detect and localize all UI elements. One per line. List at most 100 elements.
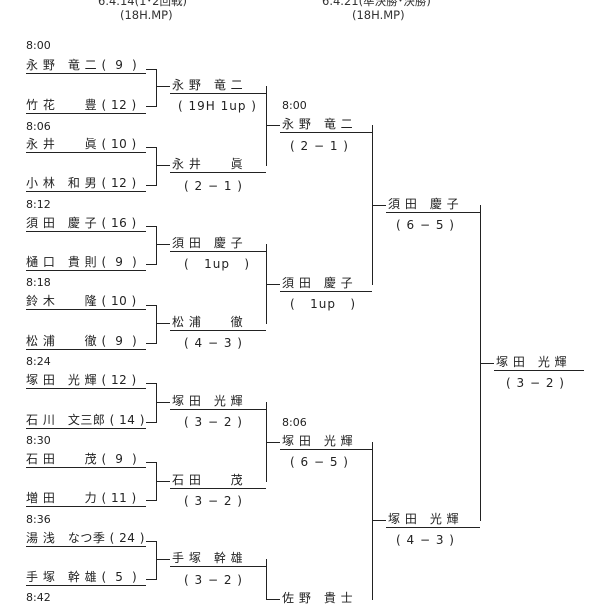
- bracket-line: [26, 467, 146, 468]
- bracket-line: [26, 152, 146, 153]
- bracket-line: [26, 546, 146, 547]
- bracket-connector: [156, 541, 157, 580]
- bracket-line: [170, 93, 266, 94]
- bracket-connector: [156, 383, 157, 423]
- round2-winner: 松 浦 徹: [172, 315, 244, 329]
- bracket-connector: [146, 305, 156, 306]
- bracket-connector: [146, 185, 156, 186]
- bracket-connector: [146, 343, 156, 344]
- player-entry: 石 川 文三郎 ( 14 ): [26, 413, 145, 427]
- bracket-connector: [146, 541, 156, 542]
- semifinal-winner: 須 田 慶 子: [388, 197, 460, 211]
- player-entry: 石 田 茂 ( 9 ): [26, 452, 138, 466]
- bracket-connector: [156, 323, 170, 324]
- bracket-line: [26, 191, 146, 192]
- round2-winner: 手 塚 幹 雄: [172, 551, 244, 565]
- bracket-line: [170, 330, 266, 331]
- bracket-line: [170, 251, 266, 252]
- bracket-line: [170, 566, 266, 567]
- tee-time: 8:36: [26, 513, 51, 526]
- player-entry: 塚 田 光 輝 ( 12 ): [26, 373, 137, 387]
- semifinal-winner: 塚 田 光 輝: [388, 512, 460, 526]
- round2-winner: 永 野 竜 二: [172, 78, 244, 92]
- bracket-connector: [266, 284, 280, 285]
- match-score: ( 3 − 2 ): [184, 494, 243, 508]
- match-score: ( 1up ): [184, 257, 251, 271]
- round2-date: 6.4.21(準決勝･決勝): [322, 0, 431, 8]
- quarterfinal-winner: 永 野 竜 二: [282, 117, 354, 131]
- player-entry: 松 浦 徹 ( 9 ): [26, 334, 138, 348]
- bracket-line: [26, 388, 146, 389]
- tee-time: 8:18: [26, 276, 51, 289]
- match-score: ( 6 − 5 ): [290, 455, 349, 469]
- tee-time: 8:30: [26, 434, 51, 447]
- bracket-connector: [146, 422, 156, 423]
- bracket-line: [26, 113, 146, 114]
- bracket-connector: [146, 69, 156, 70]
- tee-time: 8:42: [26, 591, 51, 604]
- bracket-line: [280, 449, 372, 450]
- bracket-line: [26, 231, 146, 232]
- round2-winner: 永 井 眞: [172, 157, 244, 171]
- bracket-line: [26, 270, 146, 271]
- bracket-line: [280, 291, 372, 292]
- quarterfinal-winner: 佐 野 貴 士: [282, 591, 354, 605]
- round1-format: (18H.MP): [120, 8, 173, 22]
- match-score: ( 3 − 2 ): [184, 573, 243, 587]
- bracket-line: [170, 172, 266, 173]
- bracket-line: [26, 309, 146, 310]
- match-score: ( 1up ): [290, 297, 357, 311]
- bracket-connector: [146, 579, 156, 580]
- quarterfinal-winner: 須 田 慶 子: [282, 276, 354, 290]
- bracket-line: [26, 428, 146, 429]
- tee-time: 8:24: [26, 355, 51, 368]
- bracket-connector: [156, 226, 157, 265]
- player-entry: 手 塚 幹 雄 ( 5 ): [26, 570, 138, 584]
- bracket-line: [280, 132, 372, 133]
- match-score: ( 6 − 5 ): [396, 218, 455, 232]
- bracket-connector: [372, 442, 373, 600]
- bracket-connector: [146, 106, 156, 107]
- player-entry: 増 田 力 ( 11 ): [26, 491, 137, 505]
- champion-name: 塚 田 光 輝: [496, 355, 568, 369]
- bracket-connector: [266, 125, 280, 126]
- bracket-connector: [146, 383, 156, 384]
- player-entry: 永 野 竜 二 ( 9 ): [26, 58, 138, 72]
- bracket-line: [26, 349, 146, 350]
- bracket-connector: [156, 86, 170, 87]
- player-entry: 湯 浅 なつ季 ( 24 ): [26, 531, 145, 545]
- player-entry: 竹 花 豊 ( 12 ): [26, 98, 137, 112]
- round2-winner: 塚 田 光 輝: [172, 394, 244, 408]
- quarterfinal-winner: 塚 田 光 輝: [282, 434, 354, 448]
- player-entry: 樋 口 貴 則 ( 9 ): [26, 255, 138, 269]
- bracket-connector: [146, 147, 156, 148]
- bracket-connector: [156, 305, 157, 344]
- bracket-connector: [156, 69, 157, 107]
- final-score: ( 3 − 2 ): [506, 376, 565, 390]
- bracket-line: [170, 409, 266, 410]
- bracket-connector: [146, 264, 156, 265]
- bracket-connector: [156, 147, 157, 186]
- tee-time: 8:06: [26, 120, 51, 133]
- round2-format: (18H.MP): [352, 8, 405, 22]
- tee-time: 8:12: [26, 198, 51, 211]
- bracket-connector: [146, 462, 156, 463]
- match-score: ( 2 − 1 ): [290, 139, 349, 153]
- tee-time: 8:00: [26, 39, 51, 52]
- bracket-line: [386, 527, 480, 528]
- round2-winner: 須 田 慶 子: [172, 236, 244, 250]
- bracket-connector: [156, 244, 170, 245]
- match-score: ( 3 − 2 ): [184, 415, 243, 429]
- bracket-connector: [156, 165, 170, 166]
- bracket-line: [26, 585, 146, 586]
- bracket-line: [494, 370, 584, 371]
- bracket-connector: [480, 363, 494, 364]
- player-entry: 小 林 和 男 ( 12 ): [26, 176, 137, 190]
- bracket-connector: [146, 226, 156, 227]
- bracket-connector: [156, 559, 170, 560]
- bracket-connector: [266, 86, 267, 166]
- match-score: ( 19H 1up ): [178, 99, 257, 113]
- match-score: ( 2 − 1 ): [184, 179, 243, 193]
- bracket-connector: [146, 500, 156, 501]
